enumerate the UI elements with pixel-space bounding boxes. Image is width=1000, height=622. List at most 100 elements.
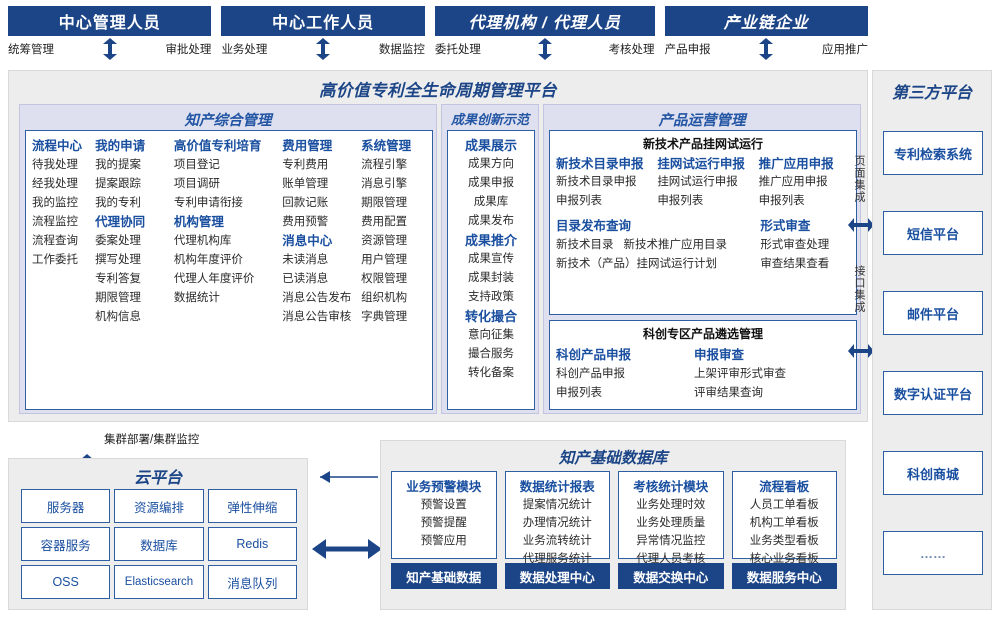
column-head[interactable]: 系统管理 [361, 139, 412, 153]
menu-item[interactable]: 撮合服务 [468, 348, 514, 360]
menu-item[interactable]: 支持政策 [468, 291, 514, 303]
column-head[interactable]: 我的申请 [95, 139, 146, 153]
menu-item[interactable]: 权限管理 [361, 273, 408, 285]
tp-item-email[interactable]: 邮件平台 [883, 291, 983, 335]
role-card-3[interactable]: 产业链企业 产品申报 应用推广 [664, 6, 869, 64]
menu-item[interactable]: 工作委托 [32, 254, 78, 266]
menu-item[interactable]: 科创产品申报 [556, 368, 625, 380]
group-head[interactable]: 成果展示 [464, 138, 517, 153]
db-col-item[interactable]: 业务流转统计 [522, 535, 592, 547]
menu-item[interactable]: 代理人年度评价 [173, 273, 255, 285]
menu-item[interactable]: 用户管理 [361, 254, 408, 266]
menu-item[interactable]: 专利费用 [282, 159, 329, 171]
menu-item[interactable]: 形式审查处理 [760, 239, 830, 251]
menu-item[interactable]: 代理机构库 [173, 235, 232, 247]
menu-item[interactable]: 意向征集 [468, 329, 514, 341]
menu-item[interactable]: 组织机构 [361, 292, 408, 304]
menu-item[interactable]: 字典管理 [361, 311, 408, 323]
cloud-cell-container[interactable]: 容器服务 [21, 527, 111, 561]
menu-item[interactable]: 消息公告发布 [282, 292, 352, 304]
cloud-cell-database[interactable]: 数据库 [114, 527, 204, 561]
menu-item[interactable]: 项目调研 [173, 178, 220, 190]
column-head[interactable]: 费用管理 [282, 139, 333, 153]
db-col-item[interactable]: 预警提醒 [420, 517, 467, 529]
menu-item[interactable]: 推广应用申报 [758, 176, 828, 188]
menu-item[interactable]: 流程监控 [32, 216, 78, 228]
cloud-cell-mq[interactable]: 消息队列 [207, 565, 297, 599]
menu-item[interactable]: 我的监控 [32, 197, 78, 209]
db-col-item[interactable]: 核心业务看板 [749, 553, 819, 565]
role-card-2[interactable]: 代理机构 / 代理人员 委托处理 考核处理 [434, 6, 655, 64]
cloud-cell-orchestration[interactable]: 资源编排 [114, 489, 204, 523]
group-head[interactable]: 转化撮合 [464, 309, 517, 324]
menu-item[interactable]: 我的专利 [95, 197, 142, 209]
column-head[interactable]: 推广应用申报 [758, 157, 834, 171]
column-head[interactable]: 科创产品申报 [556, 348, 632, 362]
db-col-item[interactable]: 代理服务统计 [522, 553, 592, 565]
db-col-item[interactable]: 办理情况统计 [522, 517, 592, 529]
menu-item[interactable]: 专利答复 [95, 273, 142, 285]
menu-item[interactable]: 流程引擎 [361, 159, 408, 171]
menu-item[interactable]: 新技术目录 [556, 239, 614, 251]
cloud-cell-server[interactable]: 服务器 [21, 489, 111, 523]
menu-item[interactable]: 费用预警 [282, 216, 329, 228]
role-card-1[interactable]: 中心工作人员 业务处理 数据监控 [221, 6, 425, 64]
column-head[interactable]: 代理协同 [95, 215, 146, 229]
menu-item[interactable]: 回款记账 [282, 197, 329, 209]
menu-item[interactable]: 上架评审形式审查 [694, 368, 786, 380]
tp-item-more[interactable]: …… [883, 531, 983, 575]
menu-item[interactable]: 申报列表 [758, 195, 805, 207]
column-head[interactable]: 消息中心 [282, 234, 333, 248]
menu-item[interactable]: 申报列表 [657, 195, 704, 207]
menu-item[interactable]: 项目登记 [173, 159, 220, 171]
menu-item[interactable]: 待我处理 [32, 159, 78, 171]
db-col-item[interactable]: 预警设置 [420, 499, 467, 511]
db-foot-service-center[interactable]: 数据服务中心 [731, 563, 837, 589]
menu-item[interactable]: 期限管理 [361, 197, 408, 209]
menu-item[interactable]: 期限管理 [95, 292, 142, 304]
menu-item[interactable]: 申报列表 [556, 195, 602, 207]
db-col-item[interactable]: 预警应用 [420, 535, 467, 547]
menu-item[interactable]: 数据统计 [173, 292, 220, 304]
db-foot-basic-data[interactable]: 知产基础数据 [391, 563, 497, 589]
db-col-item[interactable]: 代理人员考核 [636, 553, 706, 565]
menu-item[interactable]: 未读消息 [282, 254, 329, 266]
menu-item[interactable]: 消息公告审核 [282, 311, 352, 323]
tp-item-digital-cert[interactable]: 数字认证平台 [883, 371, 983, 415]
cloud-cell-autoscaling[interactable]: 弹性伸缩 [207, 489, 297, 523]
cloud-cell-oss[interactable]: OSS [21, 565, 111, 599]
menu-item[interactable]: 成果宣传 [468, 253, 514, 265]
menu-item[interactable]: 提案跟踪 [95, 178, 142, 190]
menu-item[interactable]: 审查结果查看 [760, 258, 830, 270]
db-col-item[interactable]: 业务处理质量 [636, 517, 706, 529]
menu-item[interactable]: 委案处理 [95, 235, 142, 247]
db-col-item[interactable]: 人员工单看板 [749, 499, 819, 511]
db-foot-exchange-center[interactable]: 数据交换中心 [618, 563, 724, 589]
db-col-item[interactable]: 业务处理时效 [636, 499, 706, 511]
column-head[interactable]: 挂网试运行申报 [657, 157, 745, 171]
menu-item[interactable]: 成果封装 [468, 272, 514, 284]
menu-item[interactable]: 成果方向 [468, 158, 514, 170]
menu-item[interactable]: 新技术目录申报 [556, 176, 637, 188]
menu-item[interactable]: 经我处理 [32, 178, 78, 190]
menu-item[interactable]: 费用配置 [361, 216, 408, 228]
menu-item[interactable]: 成果发布 [468, 215, 514, 227]
menu-item[interactable]: 转化备案 [468, 367, 514, 379]
menu-item[interactable]: 机构信息 [95, 311, 142, 323]
column-head[interactable]: 流程中心 [32, 139, 83, 153]
menu-item[interactable]: 机构年度评价 [173, 254, 243, 266]
menu-item[interactable]: 评审结果查询 [694, 387, 763, 399]
menu-item[interactable]: 消息引擎 [361, 178, 408, 190]
menu-item[interactable]: 资源管理 [361, 235, 408, 247]
db-col-item[interactable]: 提案情况统计 [522, 499, 592, 511]
column-head[interactable]: 高价值专利培育 [173, 139, 262, 153]
cloud-cell-redis[interactable]: Redis [207, 527, 297, 561]
menu-item[interactable]: 新技术（产品）挂网试运行计划 [556, 258, 717, 270]
column-head[interactable]: 申报审查 [694, 348, 745, 362]
tp-item-kechuang-mall[interactable]: 科创商城 [883, 451, 983, 495]
menu-item[interactable]: 流程查询 [32, 235, 78, 247]
tp-item-patent-search[interactable]: 专利检索系统 [883, 131, 983, 175]
column-head[interactable]: 新技术目录申报 [556, 157, 644, 171]
db-col-item[interactable]: 机构工单看板 [749, 517, 819, 529]
menu-item[interactable]: 新技术推广应用目录 [623, 239, 728, 251]
